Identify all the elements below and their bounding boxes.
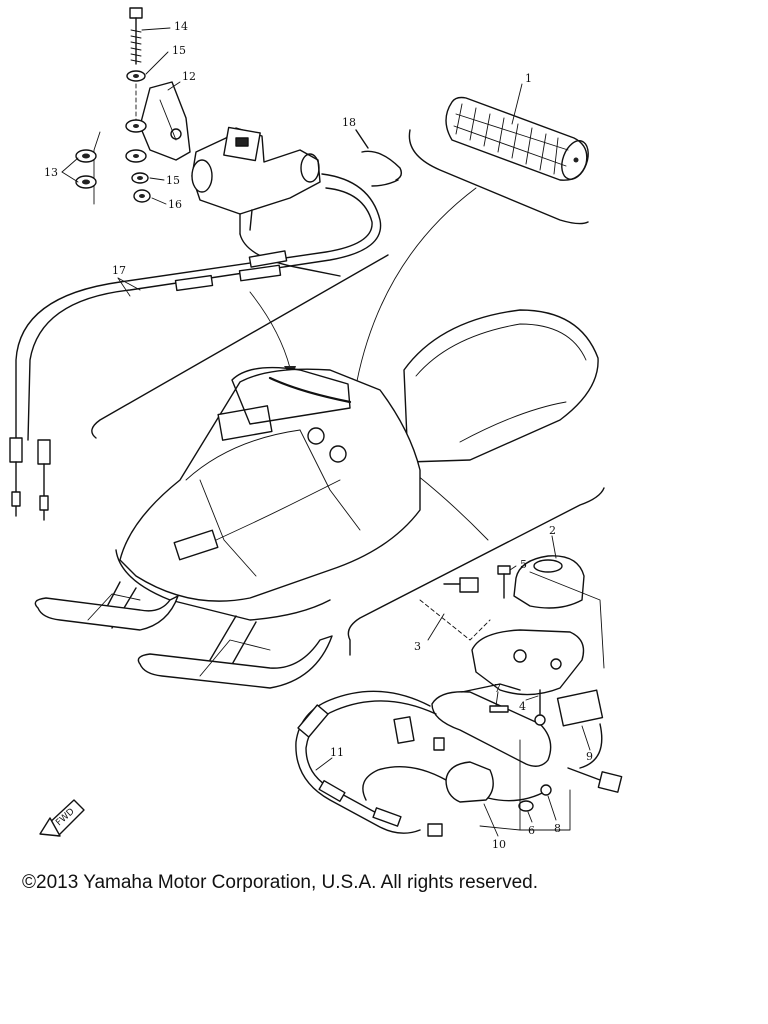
switch-9	[556, 689, 604, 769]
snowmobile	[34, 309, 599, 689]
handle-grip	[445, 96, 589, 181]
callout-10: 10	[492, 838, 506, 851]
bolt-14	[129, 7, 143, 65]
nut-6	[518, 800, 534, 812]
callout-9: 9	[586, 750, 593, 763]
divider-curve-bottom	[347, 487, 605, 656]
callout-6: 6	[528, 824, 535, 837]
callout-7: 7	[494, 682, 501, 695]
pin-7	[489, 705, 509, 713]
callout-18: 18	[342, 116, 356, 129]
divider-bracket-13	[93, 131, 101, 205]
callout-13: 13	[44, 166, 58, 179]
callout-leaders	[61, 27, 591, 837]
callout-3: 3	[414, 640, 421, 653]
callout-15a: 15	[172, 44, 186, 57]
callout-4: 4	[519, 700, 526, 713]
throttle-cables-17	[9, 173, 382, 521]
washer-15-lower	[131, 172, 149, 184]
bracket-lines-brake	[479, 571, 605, 831]
copyright-notice: ©2013 Yamaha Motor Corporation, U.S.A. A…	[22, 872, 538, 893]
callout-12: 12	[182, 70, 196, 83]
callout-11: 11	[330, 746, 344, 759]
callout-2: 2	[549, 524, 556, 537]
leader-arrow-grip	[355, 187, 477, 387]
part-3-screws	[419, 577, 491, 641]
callout-5: 5	[520, 558, 527, 571]
pivot-8	[540, 784, 552, 796]
parts-diagram: FWD 1 2 3 4 5 6 7 8 9 10 11 12 13 14 15 …	[9, 7, 623, 851]
washer-15-upper	[126, 70, 146, 82]
brake-lever	[431, 683, 552, 767]
fwd-arrow: FWD	[39, 799, 85, 837]
bolt-5	[497, 565, 511, 599]
throttle-housing	[191, 126, 321, 235]
callout-14: 14	[174, 20, 188, 33]
divider-curve-top-left	[91, 254, 389, 439]
callout-8: 8	[554, 822, 561, 835]
callout-16: 16	[168, 198, 182, 211]
divider-curve-top-right	[408, 129, 589, 225]
callout-17: 17	[112, 264, 126, 277]
clip-18	[355, 129, 403, 187]
cover-2	[513, 555, 585, 609]
pivot-4	[534, 714, 546, 726]
brake-cable	[295, 690, 445, 837]
lever-holder	[471, 629, 585, 715]
callout-15b: 15	[166, 174, 180, 187]
nut-16	[133, 189, 151, 203]
bracket-12	[125, 81, 191, 163]
leader-arrow-throttle	[249, 291, 291, 369]
grommet-13	[75, 149, 97, 189]
callout-1: 1	[525, 72, 532, 85]
connector-9	[567, 767, 623, 793]
stop-switch-10	[362, 761, 549, 803]
